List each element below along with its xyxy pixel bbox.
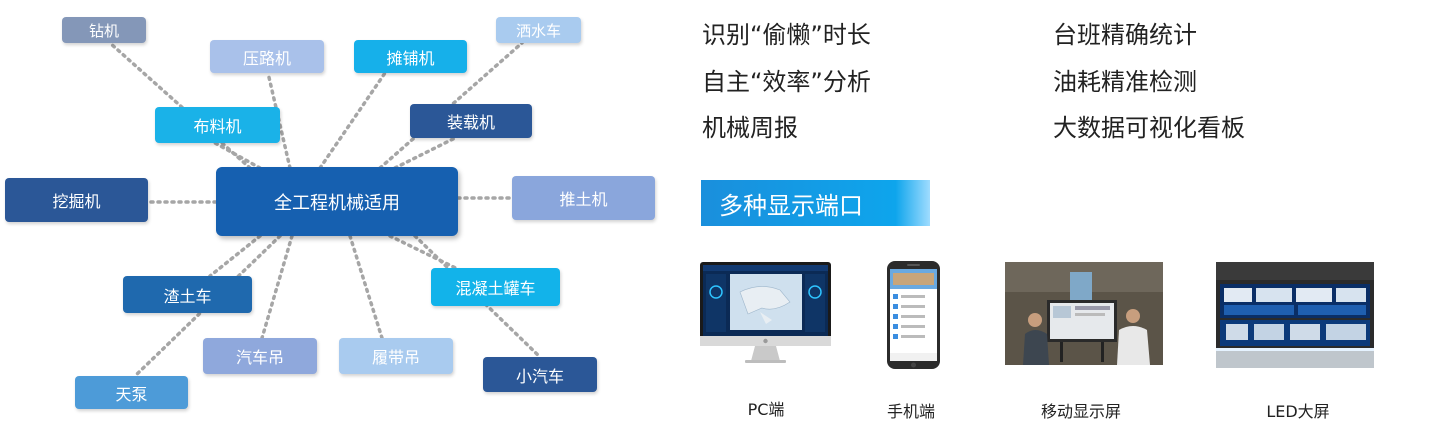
node-wajueji: 挖掘机 <box>5 178 148 222</box>
feature-shift-stats: 台班精确统计 <box>1053 21 1197 49</box>
node-zhuangzaiji: 装载机 <box>410 104 532 138</box>
display-ports-banner: 多种显示端口 <box>701 180 930 226</box>
feature-efficiency: 自主“效率”分析 <box>702 68 871 96</box>
node-lvdaidiao: 履带吊 <box>339 338 453 374</box>
node-tianbeng: 天泵 <box>75 376 188 409</box>
pc-monitor-image <box>700 262 831 364</box>
node-yaluji: 压路机 <box>210 40 324 73</box>
node-tuituji: 推土机 <box>512 176 655 220</box>
node-hunningtu: 混凝土罐车 <box>431 268 560 306</box>
node-center: 全工程机械适用 <box>216 167 458 236</box>
caption-mobile-screen: 移动显示屏 <box>1040 402 1121 421</box>
led-screen-photo <box>1216 262 1374 368</box>
caption-pc: PC端 <box>747 400 785 419</box>
feature-dashboard: 大数据可视化看板 <box>1053 114 1245 142</box>
caption-led: LED大屏 <box>1266 402 1330 421</box>
node-zhatuche: 渣土车 <box>123 276 252 313</box>
node-qichediao: 汽车吊 <box>203 338 317 374</box>
feature-weekly-report: 机械周报 <box>702 114 798 142</box>
node-zuanji: 钻机 <box>62 17 146 43</box>
feature-fuel-detection: 油耗精准检测 <box>1053 68 1197 96</box>
caption-mobile: 手机端 <box>886 402 935 421</box>
node-tanpuji: 摊铺机 <box>354 40 467 73</box>
node-buliaoji: 布料机 <box>155 107 280 143</box>
node-sashuiche: 洒水车 <box>496 17 581 43</box>
feature-idle-time: 识别“偷懒”时长 <box>702 21 871 49</box>
mobile-display-photo <box>1005 262 1163 365</box>
banner-label: 多种显示端口 <box>719 191 863 220</box>
mobile-phone-image <box>887 261 940 369</box>
node-xiaoqiche: 小汽车 <box>483 357 597 392</box>
machine-diagram: 钻机 压路机 摊铺机 洒水车 布料机 装载机 挖掘机 全工程机械适用 推土机 渣… <box>0 0 680 429</box>
